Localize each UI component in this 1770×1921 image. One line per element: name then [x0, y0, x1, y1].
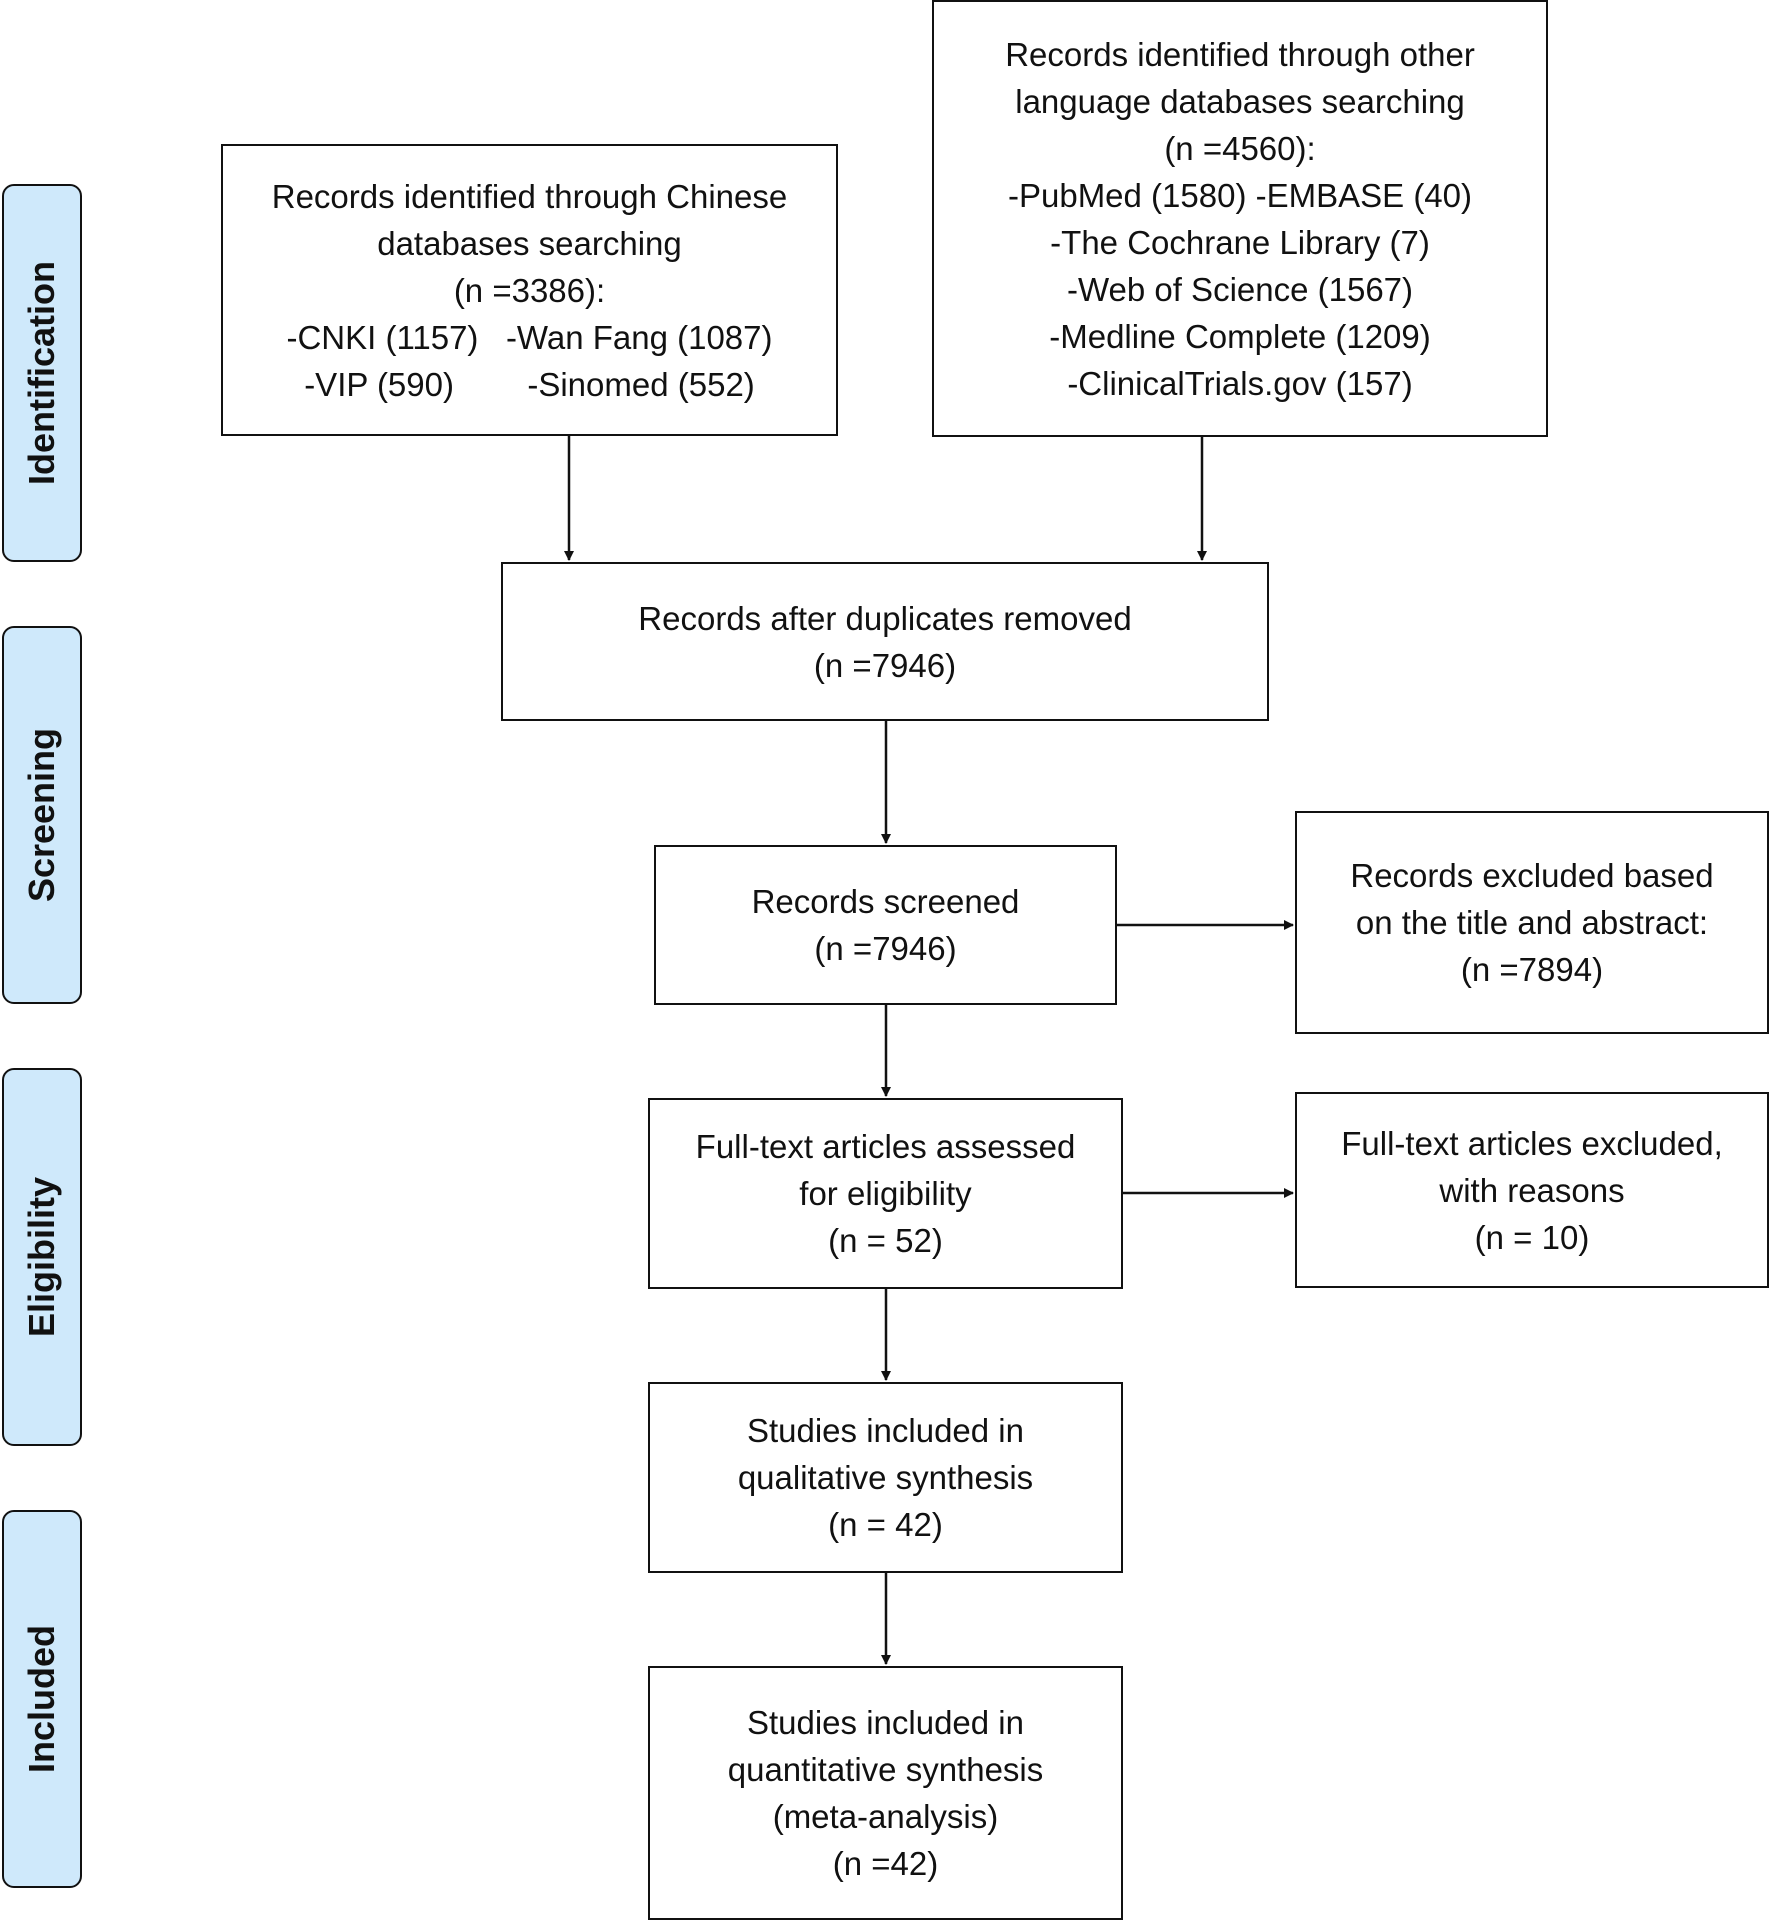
source-wanfang: -Wan Fang (1087): [505, 318, 773, 356]
screened-line-1: Records screened: [751, 883, 1020, 920]
chinese-line-1: Records identified through Chinese: [271, 177, 788, 215]
stage-tab-identification: Identification: [2, 184, 82, 562]
box-records-screened: Records screened (n =7946): [654, 845, 1117, 1005]
excluded-title-line-2: on the title and abstract:: [1355, 904, 1709, 941]
fulltext-excluded-line-1: Full-text articles excluded,: [1341, 1124, 1723, 1162]
excluded-title-line-1: Records excluded based: [1350, 857, 1714, 894]
box-fulltext-excluded: Full-text articles excluded, with reason…: [1295, 1092, 1769, 1288]
duplicates-line-1: Records after duplicates removed: [638, 599, 1132, 637]
fulltext-excluded-line-3: (n = 10): [1474, 1218, 1590, 1256]
box-records-excluded: Records excluded based on the title and …: [1295, 811, 1769, 1034]
fulltext-line-3: (n = 52): [828, 1222, 943, 1259]
other-line-3: (n =4560):: [1164, 129, 1316, 167]
source-sinomed: -Sinomed (552): [527, 365, 755, 403]
stage-tab-included: Included: [2, 1510, 82, 1888]
fulltext-excluded-line-2: with reasons: [1439, 1171, 1625, 1209]
box-qualitative-synthesis: Studies included in qualitative synthesi…: [648, 1382, 1123, 1573]
other-line-4: -PubMed (1580) -EMBASE (40): [1007, 176, 1472, 214]
excluded-title-line-3: (n =7894): [1460, 951, 1604, 988]
qualitative-line-3: (n = 42): [828, 1506, 943, 1543]
stage-tab-screening: Screening: [2, 626, 82, 1004]
qualitative-line-2: qualitative synthesis: [737, 1459, 1034, 1496]
other-line-1: Records identified through other: [1005, 35, 1475, 73]
other-line-2: language databases searching: [1015, 82, 1465, 120]
chinese-line-2: databases searching: [377, 224, 682, 262]
fulltext-line-2: for eligibility: [799, 1175, 972, 1212]
other-line-8: -ClinicalTrials.gov (157): [1067, 364, 1413, 402]
box-duplicates-removed: Records after duplicates removed (n =794…: [501, 562, 1269, 721]
box-chinese-databases: Records identified through Chinese datab…: [221, 144, 838, 436]
quantitative-line-2: quantitative synthesis: [727, 1751, 1044, 1788]
quantitative-line-1: Studies included in: [746, 1704, 1024, 1741]
box-quantitative-synthesis: Studies included in quantitative synthes…: [648, 1666, 1123, 1920]
chinese-line-4: -CNKI (1157) -Wan Fang (1087): [272, 314, 787, 361]
chinese-line-3: (n =3386):: [453, 271, 606, 309]
duplicates-line-2: (n =7946): [813, 646, 957, 684]
other-line-5: -The Cochrane Library (7): [1050, 223, 1430, 261]
source-vip: -VIP (590): [304, 365, 454, 403]
source-cnki: -CNKI (1157): [286, 318, 479, 356]
screened-line-2: (n =7946): [814, 930, 957, 967]
fulltext-line-1: Full-text articles assessed: [695, 1128, 1076, 1165]
other-line-6: -Web of Science (1567): [1066, 270, 1414, 308]
stage-tab-eligibility: Eligibility: [2, 1068, 82, 1446]
box-fulltext-assessed: Full-text articles assessed for eligibil…: [648, 1098, 1123, 1289]
chinese-line-5: -VIP (590) -Sinomed (552): [272, 361, 787, 408]
box-other-databases: Records identified through other languag…: [932, 0, 1548, 437]
other-line-7: -Medline Complete (1209): [1049, 317, 1431, 355]
qualitative-line-1: Studies included in: [746, 1412, 1024, 1449]
quantitative-line-3: (meta-analysis): [772, 1798, 999, 1835]
quantitative-line-4: (n =42): [832, 1845, 939, 1882]
